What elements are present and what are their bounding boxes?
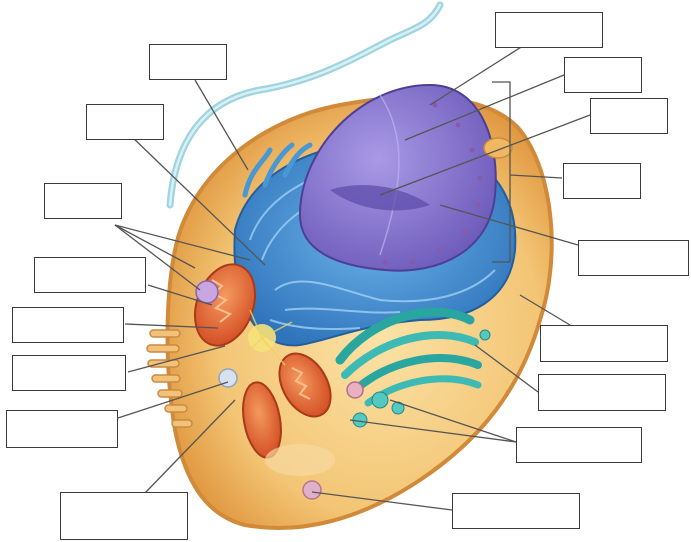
label-box-1 [495,12,603,48]
label-box-7 [538,374,666,411]
label-box-12 [44,183,122,219]
label-box-8 [516,427,642,463]
label-box-17 [60,492,188,540]
smooth-er [265,444,335,476]
peroxisome [347,382,363,398]
label-box-14 [12,307,124,343]
lysosome [196,281,218,303]
label-box-4 [563,163,641,199]
label-box-15 [12,355,126,391]
label-box-9 [452,493,580,529]
label-box-2 [564,57,642,93]
label-box-11 [86,104,164,140]
label-box-3 [590,98,668,134]
label-box-13 [34,257,146,293]
label-box-10 [149,44,227,80]
label-box-6 [540,325,668,362]
secretory-vesicle [303,481,321,499]
label-box-5 [578,240,689,276]
label-box-16 [6,410,118,448]
small-mitochondrion [484,138,512,158]
